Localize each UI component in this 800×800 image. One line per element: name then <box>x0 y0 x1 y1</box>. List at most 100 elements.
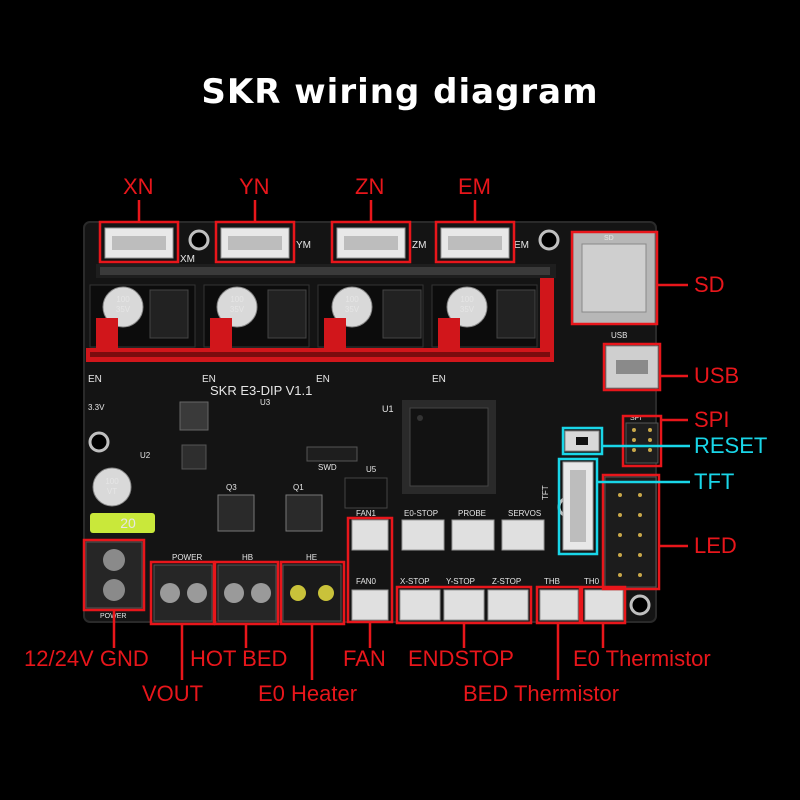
power-terminal: POWER <box>85 541 143 620</box>
mounting-hole <box>188 229 210 251</box>
cap-label: 35V <box>230 305 245 314</box>
silk-thb: THB <box>544 577 560 586</box>
header-pin-dots <box>90 352 550 357</box>
usb-connector: USB <box>605 331 659 389</box>
en-label-x: EN <box>88 374 102 385</box>
label-em: EM <box>458 174 491 199</box>
callout-box-sd <box>570 230 659 326</box>
cyan-callout-boxes <box>557 426 604 556</box>
lower-connectors <box>351 589 624 621</box>
silk-zm: ZM <box>412 240 426 251</box>
mounting-hole <box>629 594 651 616</box>
silk-z-stop: Z-STOP <box>492 577 521 586</box>
motor-connector-z <box>336 227 406 259</box>
silk-q3: Q3 <box>226 483 237 492</box>
label-sd: SD <box>694 272 725 297</box>
silk-ym: YM <box>296 240 311 251</box>
cap-label: 100 <box>345 295 359 304</box>
callout-box-spi <box>621 414 663 468</box>
cap-label: 100 <box>105 477 119 486</box>
label-e0-thermistor: E0 Thermistor <box>573 646 711 671</box>
sd-card-slot: SD <box>572 231 656 325</box>
silk-hb: HB <box>242 553 253 562</box>
cap-label: 35V <box>345 305 360 314</box>
capacitor-y: 100 35V <box>216 286 258 328</box>
label-led: LED <box>694 533 737 558</box>
label-endstop: ENDSTOP <box>408 646 514 671</box>
silk-he: HE <box>306 553 317 562</box>
silk-u1: U1 <box>382 404 394 414</box>
chip-u5 <box>344 477 388 509</box>
label-vout: VOUT <box>142 681 204 706</box>
motor-connector-x <box>104 227 174 259</box>
label-usb: USB <box>694 363 740 388</box>
cap-label: 100 <box>116 295 130 304</box>
mounting-hole <box>538 229 560 251</box>
silk-q1: Q1 <box>293 483 304 492</box>
silk-spi: SPI <box>630 415 641 422</box>
silk-x-stop: X-STOP <box>400 577 430 586</box>
en-label-z: EN <box>316 374 330 385</box>
led-header <box>604 476 657 588</box>
silk-fan0: FAN0 <box>356 577 377 586</box>
label-spi: SPI <box>694 407 730 432</box>
silk-swd: SWD <box>318 463 337 472</box>
board-name: SKR E3-DIP V1.1 <box>210 383 312 398</box>
silk-u3: U3 <box>260 398 271 407</box>
silk-tft: TFT <box>541 485 550 500</box>
silk-u2: U2 <box>140 451 151 460</box>
label-xn: XN <box>123 174 154 199</box>
silk-e0-stop: E0-STOP <box>404 509 438 518</box>
cap-label: 35V <box>460 305 475 314</box>
mosfets: Q3 Q1 <box>217 483 323 532</box>
label-bed-thermistor: BED Thermistor <box>463 681 620 706</box>
header-pins-top <box>100 267 550 275</box>
callout-box-tft <box>557 457 599 556</box>
silk-th0: TH0 <box>584 577 600 586</box>
callout-box-reset <box>561 426 604 456</box>
label-reset: RESET <box>694 433 768 458</box>
mounting-hole <box>88 431 110 453</box>
motor-connector-e <box>440 227 510 259</box>
power-capacitor: 100 VT <box>92 467 132 507</box>
motor-connector-y <box>220 227 290 259</box>
heater-terminal: HE <box>282 553 342 622</box>
tft-header: TFT <box>541 461 594 551</box>
fuse-rating: 20 <box>120 515 136 531</box>
silk-usb: USB <box>611 331 627 340</box>
reset-button-part <box>564 430 600 452</box>
capacitor-z: 100 35V <box>331 286 373 328</box>
silk-3v3: 3.3V <box>88 403 105 412</box>
leader-lines <box>112 200 688 680</box>
capacitor-x: 100 35V <box>102 286 144 328</box>
silk-y-stop: Y-STOP <box>446 577 475 586</box>
label-yn: YN <box>239 174 270 199</box>
cap-label: 35V <box>116 305 131 314</box>
en-label-e: EN <box>432 374 446 385</box>
label-e0-heater: E0 Heater <box>258 681 358 706</box>
upper-connectors <box>351 519 545 551</box>
fuse: 20 <box>90 513 155 533</box>
label-power-in: 12/24V GND <box>24 646 149 671</box>
silk-u5: U5 <box>366 465 377 474</box>
silk-servos: SERVOS <box>508 509 541 518</box>
silk-em: EM <box>514 240 529 251</box>
silk-probe: PROBE <box>458 509 486 518</box>
mcu-chip: U1 <box>382 400 496 494</box>
en-label-y: EN <box>202 374 216 385</box>
hotbed-terminal: HB <box>217 553 277 622</box>
label-hot-bed: HOT BED <box>190 646 288 671</box>
cyan-leader-lines <box>597 444 690 484</box>
swd-header: SWD <box>306 446 358 472</box>
label-fan: FAN <box>343 646 386 671</box>
label-zn: ZN <box>355 174 385 199</box>
spi-header: SPI <box>625 415 659 464</box>
silk-xm: XM <box>180 254 195 265</box>
inductor <box>179 401 209 470</box>
silk-sd: SD <box>604 235 614 242</box>
silk-power: POWER <box>172 553 202 562</box>
cap-label: 100 <box>460 295 474 304</box>
cap-label: VT <box>107 487 117 496</box>
